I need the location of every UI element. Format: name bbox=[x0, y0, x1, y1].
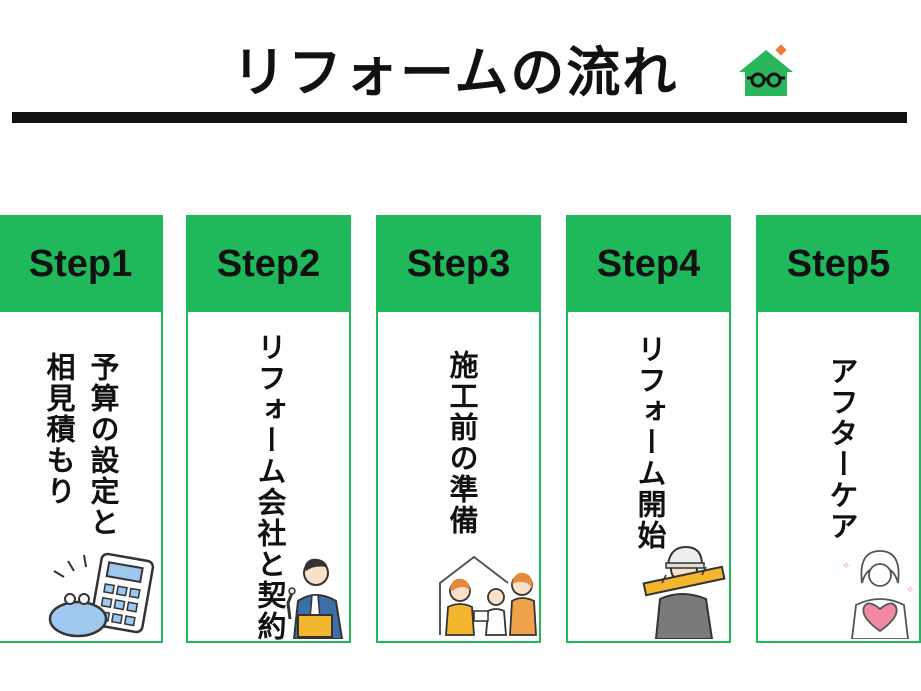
svg-text:✧: ✧ bbox=[842, 561, 850, 572]
svg-text:✧: ✧ bbox=[906, 585, 914, 596]
step-description: リフォーム開始 bbox=[633, 334, 667, 551]
house-with-glasses-icon bbox=[739, 44, 793, 96]
step-description: 施工前の準備 bbox=[445, 350, 479, 536]
step-description: リフォーム会社と契約 bbox=[253, 332, 287, 642]
businessman-contract-icon bbox=[286, 558, 344, 639]
step-description: アフターケア bbox=[825, 356, 859, 542]
title-divider bbox=[12, 112, 907, 123]
step-label: Step3 bbox=[378, 217, 539, 312]
step-card-3: Step3 施工前の準備 bbox=[376, 215, 541, 643]
step-description: 予算の設定と 相見積もり bbox=[42, 352, 120, 538]
step-label: Step5 bbox=[758, 217, 919, 312]
step-label: Step1 bbox=[0, 217, 161, 312]
step-card-2: Step2 リフォーム会社と契約 bbox=[186, 215, 351, 643]
step-card-1: Step1 予算の設定と 相見積もり bbox=[0, 215, 163, 643]
wallet-calculator-icon bbox=[48, 552, 155, 638]
step-label: Step2 bbox=[188, 217, 349, 312]
step-card-5: Step5 アフターケア ✧ ✧ bbox=[756, 215, 921, 643]
worker-lumber-icon bbox=[642, 545, 726, 639]
step-card-4: Step4 リフォーム開始 bbox=[566, 215, 731, 643]
woman-heart-icon: ✧ ✧ bbox=[842, 550, 914, 639]
page-title-text: リフォームの流れ bbox=[232, 41, 679, 104]
step-label: Step4 bbox=[568, 217, 729, 312]
family-house-icon bbox=[439, 555, 537, 636]
